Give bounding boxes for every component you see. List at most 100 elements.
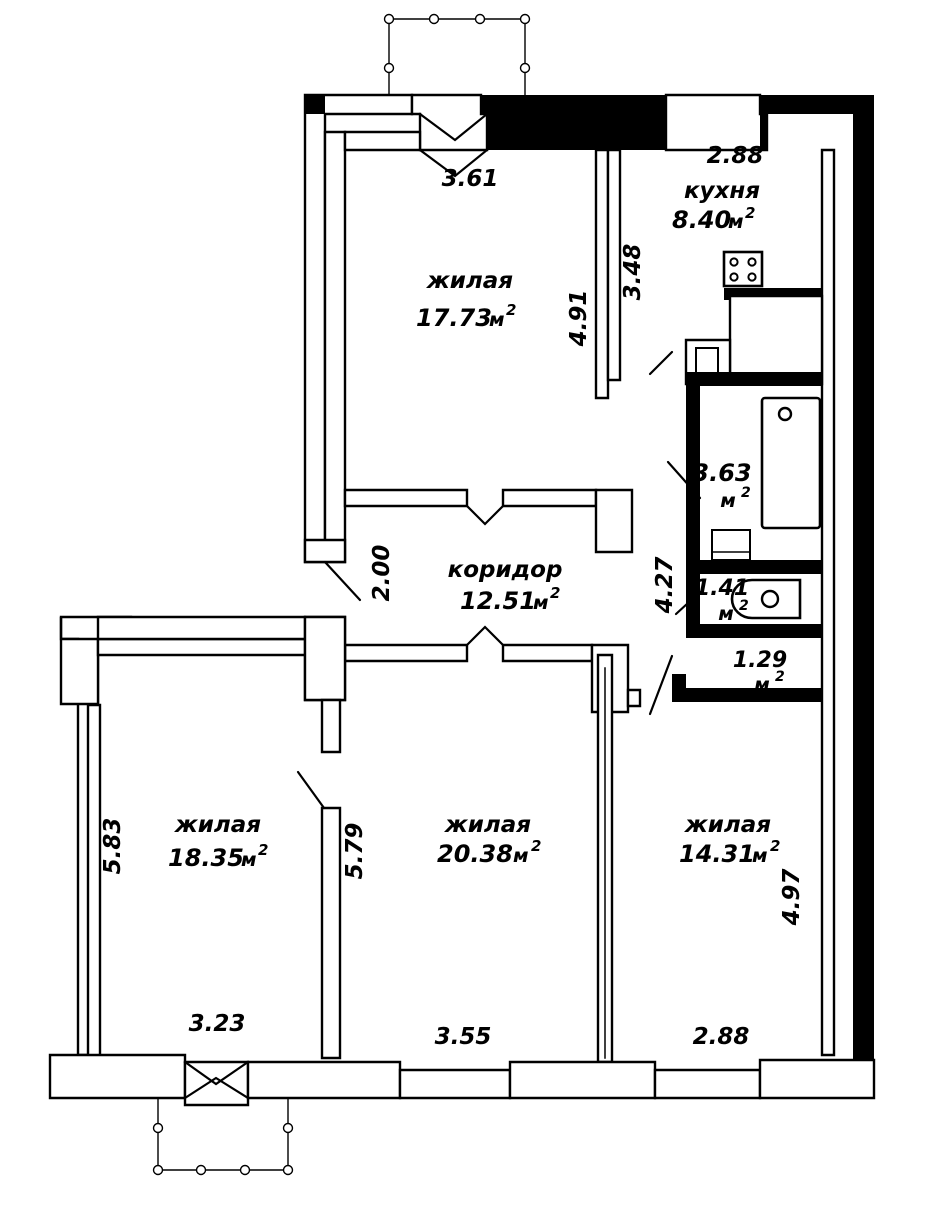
room-area-living-3-unit: м (513, 845, 529, 867)
room-kitchen-walls (722, 148, 836, 1057)
dimension-4-91: 4.91 (566, 290, 592, 348)
wall-living1-east (594, 148, 610, 400)
wall-storage-west-pier (672, 674, 686, 702)
wall-corridor-south-left (343, 643, 469, 663)
room-area-living-1-value: 17.73 (416, 304, 492, 332)
room-area-kitchen-value: 8.40 (672, 206, 731, 234)
room-area-bath-unit: м (720, 490, 736, 512)
balcony-top (383, 13, 531, 97)
wall-bottom-left (48, 1053, 187, 1100)
room-area-kitchen-sup: 2 (745, 204, 755, 222)
balcony-node (282, 1122, 294, 1134)
room-area-bath-sup: 2 (741, 485, 751, 501)
dimension-3-48: 3.48 (620, 244, 646, 301)
dimension-4-97: 4.97 (779, 869, 805, 927)
room-area-corridor-sup: 2 (550, 584, 560, 602)
balcony-node (383, 62, 395, 74)
dimension-3-61: 3.61 (442, 166, 499, 192)
room-area-living-3-value: 20.38 (437, 840, 513, 868)
wall-living2-living3-partition (320, 806, 342, 1060)
room-label-living-2: жилая (174, 812, 261, 838)
kitchen-stove (722, 250, 764, 288)
room-area-storage-unit: м (754, 674, 770, 696)
wall-bath-west (686, 386, 700, 560)
room-label-corridor: коридор (448, 557, 563, 583)
wall-corridor-se-nib (626, 688, 642, 708)
dimension-3-23: 3.23 (189, 1011, 246, 1037)
room-area-bath: 3.63 м 2 (692, 459, 751, 512)
window-kitchen-top (664, 93, 769, 152)
balcony-node (152, 1122, 164, 1134)
wall-east-inner (820, 148, 836, 1057)
room-area-wc: 1.41 м 2 (695, 576, 749, 625)
room-label-living-4: жилая (684, 812, 771, 838)
balcony-node (383, 13, 395, 25)
wall-mid-pier-upper (303, 615, 347, 702)
room-area-storage-value: 1.29 (733, 648, 787, 673)
wall-kitchen-west (606, 148, 622, 382)
dimension-2-88-top: 2.88 (707, 143, 764, 169)
room-living-1-walls (323, 112, 622, 564)
room-area-living-1: 17.73 м 2 (416, 301, 516, 332)
wall-bottom-mid (508, 1060, 657, 1100)
room-area-wc-unit: м (718, 603, 734, 625)
room-area-living-1-sup: 2 (506, 301, 516, 319)
room-area-storage: 1.29 м 2 (733, 648, 787, 696)
balcony-bottom (152, 1098, 294, 1176)
wall-living2-north (96, 637, 307, 657)
balcony-node (474, 13, 486, 25)
room-area-kitchen: 8.40 м 2 (672, 204, 755, 234)
balcony-node (239, 1164, 251, 1176)
room-area-living-2: 18.35 м 2 (168, 841, 268, 872)
wall-wc-west (686, 574, 700, 638)
wall-west-pier (59, 617, 100, 706)
room-area-living-4-sup: 2 (770, 837, 780, 855)
room-area-wc-value: 1.41 (695, 576, 749, 601)
wall-wc-south (686, 624, 822, 638)
dimension-4-27: 4.27 (652, 557, 678, 615)
room-area-bath-value: 3.63 (692, 459, 751, 487)
balcony-node (519, 13, 531, 25)
wall-mid-pier-nib (320, 698, 342, 754)
wall-corridor-north-left (343, 488, 469, 508)
room-area-corridor-unit: м (533, 592, 549, 614)
wall-living1-west-inner (323, 130, 347, 564)
wall-bottom-mid-left (246, 1060, 402, 1100)
wall-corridor-ne-pier (594, 488, 634, 554)
wall-bath-south (686, 560, 822, 574)
room-area-wc-sup: 2 (739, 598, 749, 614)
dimension-5-79: 5.79 (342, 823, 368, 880)
sanitary-block (648, 294, 824, 716)
wall-corridor-south-right (501, 643, 594, 663)
balcony-node (195, 1164, 207, 1176)
balcony-node (282, 1164, 294, 1176)
room-label-living-3: жилая (444, 812, 531, 838)
room-label-living-1: жилая (426, 268, 513, 294)
room-area-corridor-value: 12.51 (460, 587, 536, 615)
room-label-kitchen: кухня (684, 178, 760, 204)
room-area-storage-sup: 2 (775, 669, 785, 685)
room-area-living-2-unit: м (241, 849, 257, 871)
wall-top-middle (481, 95, 666, 150)
wall-living1-sw-pier (303, 538, 347, 564)
wall-bath-upper-box (728, 294, 824, 386)
bathtub (760, 396, 822, 530)
wash-basin (711, 529, 751, 561)
room-area-living-2-sup: 2 (258, 841, 268, 859)
balcony-node (152, 1164, 164, 1176)
dimension-5-83: 5.83 (100, 818, 126, 875)
room-area-kitchen-unit: м (728, 211, 744, 233)
balcony-node (519, 62, 531, 74)
wall-living2-west (86, 703, 102, 1060)
wall-storage-south (672, 688, 822, 702)
room-area-living-4-unit: м (752, 845, 768, 867)
room-area-living-3: 20.38 м 2 (437, 837, 541, 868)
room-area-living-4-value: 14.31 (679, 840, 755, 868)
lower-block-walls (48, 615, 876, 1107)
wall-living2-north-outer (96, 615, 307, 641)
dimension-2-00: 2.00 (369, 545, 395, 602)
room-area-living-2-value: 18.35 (168, 844, 244, 872)
toilet (730, 578, 802, 620)
